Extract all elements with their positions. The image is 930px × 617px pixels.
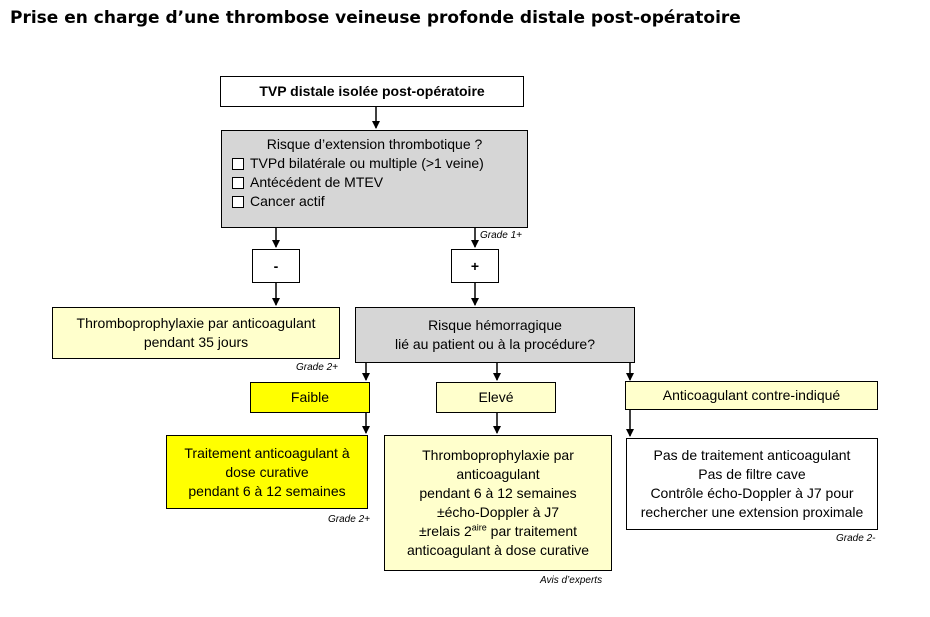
eleve-treatment-line1: Thromboprophylaxie par [422, 447, 574, 463]
grade-2plus-label-b: Grade 2+ [328, 514, 370, 525]
start-box-label: TVP distale isolée post-opératoire [259, 83, 485, 99]
eleve-treatment-line4: ±écho-Doppler à J7 [436, 504, 560, 520]
grade-1plus-label: Grade 1+ [480, 230, 522, 241]
eleve-treatment-line2: anticoagulant [456, 466, 540, 482]
eleve-treatment-line3: pendant 6 à 12 semaines [419, 485, 577, 501]
faible-label: Faible [290, 389, 330, 405]
start-box: TVP distale isolée post-opératoire [220, 76, 524, 107]
risk-extension-title: Risque d’extension thrombotique ? [266, 136, 483, 152]
grade-2minus-label: Grade 2- [836, 533, 876, 544]
curative-line3: pendant 6 à 12 semaines [188, 482, 346, 499]
checkbox-icon [232, 195, 244, 208]
contre-indique-box: Anticoagulant contre-indiqué [625, 381, 878, 410]
faible-box: Faible [250, 382, 370, 413]
contre-treatment-line2: Pas de filtre cave [698, 466, 806, 482]
line5-sup: aire [471, 522, 487, 533]
hemorrhagic-risk-box: Risque hémorragique lié au patient ou à … [355, 307, 635, 363]
plus-box: + [451, 249, 499, 283]
grade-2plus-label-a: Grade 2+ [296, 362, 338, 373]
minus-box: - [252, 249, 300, 283]
line5-post: par traitement [486, 523, 578, 539]
risk-item-cancer: Cancer actif [232, 192, 325, 211]
curative-treatment-box: Traitement anticoagulant à dose curative… [166, 435, 368, 509]
eleve-treatment-box: Thromboprophylaxie par anticoagulant pen… [384, 435, 612, 571]
eleve-box: Elevé [436, 382, 556, 413]
eleve-label: Elevé [478, 389, 514, 405]
plus-label: + [470, 257, 480, 274]
thromboprophylaxie-box: Thromboprophylaxie par anticoagulant pen… [52, 307, 340, 359]
thrombo-line2: pendant 35 jours [143, 334, 249, 350]
contre-indique-label: Anticoagulant contre-indiqué [662, 387, 841, 403]
page-title: Prise en charge d’une thrombose veineuse… [10, 8, 741, 28]
hemorrhagic-line1: Risque hémorragique [428, 317, 562, 333]
risk-item-label: TVPd bilatérale ou multiple (>1 veine) [250, 155, 484, 171]
risk-extension-box: Risque d’extension thrombotique ? TVPd b… [221, 130, 528, 228]
hemorrhagic-line2: lié au patient ou à la procédure? [394, 336, 596, 352]
avis-experts-label: Avis d’experts [540, 575, 603, 586]
curative-line2: dose curative [225, 463, 309, 480]
risk-item-bilateral: TVPd bilatérale ou multiple (>1 veine) [232, 154, 484, 173]
risk-item-label: Cancer actif [250, 193, 325, 209]
minus-label: - [273, 257, 279, 274]
risk-item-mtev: Antécédent de MTEV [232, 173, 383, 192]
eleve-treatment-line5: ±relais 2aire par traitement [419, 522, 577, 541]
checkbox-icon [232, 157, 244, 170]
line5-pre: ±relais 2 [418, 523, 472, 539]
contre-treatment-box: Pas de traitement anticoagulant Pas de f… [626, 438, 878, 530]
contre-treatment-line1: Pas de traitement anticoagulant [653, 447, 851, 463]
risk-item-label: Antécédent de MTEV [250, 174, 384, 190]
curative-line1: Traitement anticoagulant à [184, 444, 350, 461]
eleve-treatment-line6: anticoagulant à dose curative [406, 542, 590, 558]
checkbox-icon [232, 176, 244, 189]
thrombo-line1: Thromboprophylaxie par anticoagulant [76, 315, 316, 331]
contre-treatment-line3: Contrôle écho-Doppler à J7 pour [650, 485, 854, 501]
contre-treatment-line4: rechercher une extension proximale [640, 504, 864, 520]
